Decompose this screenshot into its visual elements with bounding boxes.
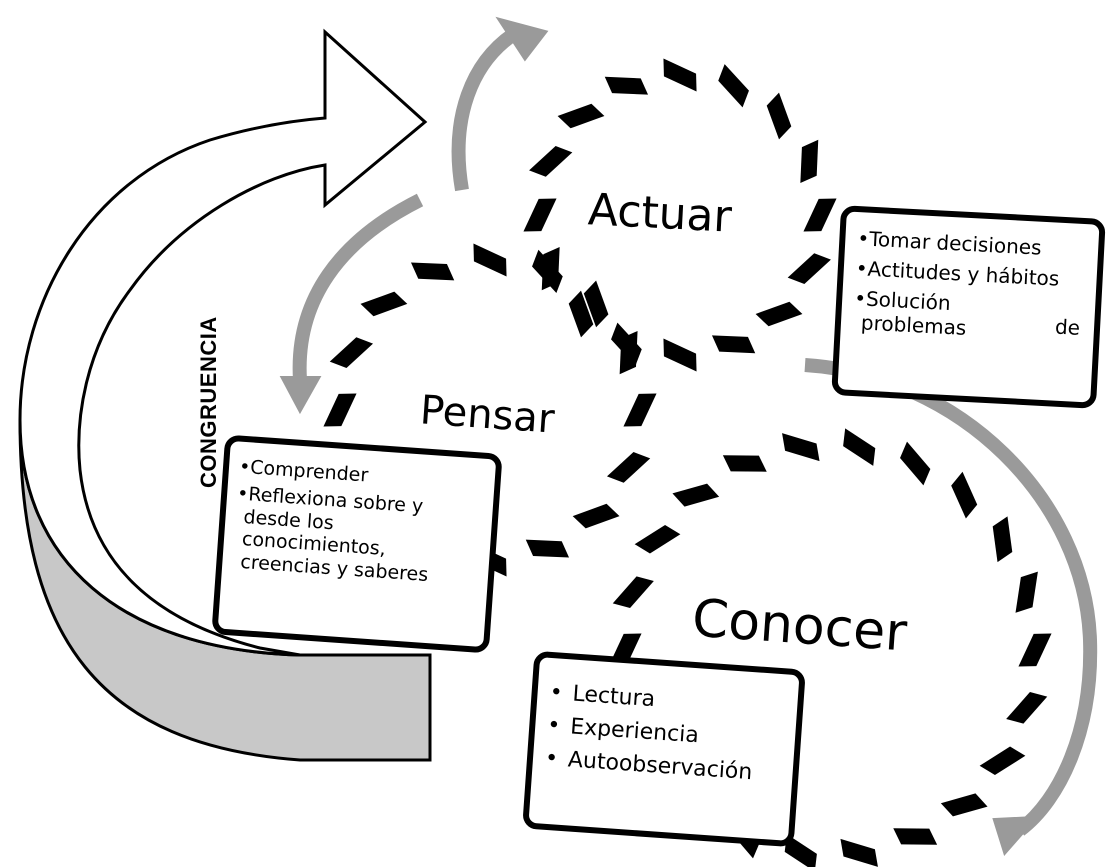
gear-tooth-actuar bbox=[663, 338, 697, 372]
gear-tooth-pensar bbox=[606, 452, 651, 483]
gear-tooth-conocer bbox=[1006, 692, 1048, 724]
gear-tooth-conocer bbox=[840, 838, 878, 867]
arrow-down-pensar bbox=[292, 193, 424, 381]
bullet-glyph: • bbox=[548, 679, 564, 706]
arrow-up-actuar-head bbox=[495, 16, 549, 62]
bullet-glyph: • bbox=[546, 712, 562, 739]
gear-tooth-actuar bbox=[803, 198, 837, 232]
actuar-item-1: •Tomar decisiones bbox=[856, 226, 1043, 260]
gear-tooth-actuar bbox=[529, 146, 573, 177]
gear-tooth-pensar bbox=[572, 503, 620, 529]
arrow-down-pensar-head bbox=[279, 376, 322, 415]
gear-tooth-actuar bbox=[557, 103, 605, 129]
gear-tooth-conocer bbox=[843, 428, 876, 466]
gear-tooth-conocer bbox=[634, 524, 681, 554]
gear-tooth-pensar bbox=[360, 291, 408, 317]
congruence-arrow-body bbox=[18, 28, 428, 657]
gear-tooth-conocer bbox=[1018, 633, 1052, 667]
callout-actuar: •Tomar decisiones •Actitudes y hábitos •… bbox=[831, 205, 1106, 409]
gear-label-actuar: Actuar bbox=[586, 184, 733, 243]
gear-tooth-conocer bbox=[992, 516, 1013, 563]
bullet-glyph: • bbox=[544, 745, 559, 772]
gear-tooth-actuar bbox=[568, 290, 594, 338]
gear-label-pensar: Pensar bbox=[418, 387, 556, 443]
gear-tooth-actuar bbox=[663, 58, 697, 92]
gear-tooth-pensar bbox=[473, 243, 507, 277]
gear-tooth-conocer bbox=[951, 471, 978, 519]
actuar-item-2: •Actitudes y hábitos bbox=[855, 256, 1060, 291]
callout-conocer: •Lectura •Experiencia •Autoobservación bbox=[522, 650, 806, 848]
gear-tooth-pensar bbox=[329, 337, 374, 368]
arrow-down-conocer-head bbox=[992, 815, 1040, 856]
congruence-arrow bbox=[18, 28, 432, 762]
pensar-item-2: •Reflexiona sobre y desde los conocimien… bbox=[232, 482, 484, 590]
actuar-item-3-cont: problemas bbox=[860, 310, 967, 340]
gear-tooth-pensar bbox=[323, 393, 357, 427]
gear-tooth-actuar bbox=[711, 335, 756, 354]
arrow-up-actuar bbox=[451, 24, 524, 192]
gear-tooth-pensar bbox=[532, 249, 563, 294]
gear-tooth-pensar bbox=[623, 393, 657, 427]
gear-tooth-conocer bbox=[940, 793, 988, 817]
gear-tooth-conocer bbox=[782, 433, 820, 462]
gear-tooth-conocer bbox=[979, 746, 1026, 776]
gear-tooth-conocer bbox=[722, 455, 767, 472]
gear-tooth-pensar bbox=[583, 280, 609, 328]
gear-tooth-conocer bbox=[784, 834, 817, 867]
gear-tooth-conocer bbox=[900, 441, 931, 486]
gear-tooth-pensar bbox=[619, 330, 638, 375]
gear-tooth-pensar bbox=[525, 539, 570, 558]
gear-tooth-actuar bbox=[755, 301, 803, 327]
gear-tooth-conocer bbox=[1015, 571, 1038, 613]
gear-tooth-pensar bbox=[410, 262, 455, 281]
gear-tooth-conocer bbox=[612, 576, 654, 608]
actuar-item-3-word-de: de bbox=[1054, 314, 1081, 340]
gear-tooth-actuar bbox=[800, 139, 819, 184]
gear-tooth-actuar bbox=[604, 76, 649, 95]
gear-tooth-conocer bbox=[893, 828, 938, 845]
gear-tooth-actuar bbox=[766, 92, 792, 140]
callout-pensar: •Comprender •Reflexiona sobre y desde lo… bbox=[211, 434, 503, 654]
gear-tooth-actuar bbox=[523, 198, 557, 232]
gear-tooth-actuar bbox=[718, 64, 749, 108]
gear-tooth-actuar bbox=[787, 253, 831, 284]
actuar-item-3: •Solución de problemas bbox=[852, 286, 1081, 346]
congruencia-label: CONGRUENCIA bbox=[196, 316, 221, 488]
gear-tooth-conocer bbox=[672, 483, 720, 507]
